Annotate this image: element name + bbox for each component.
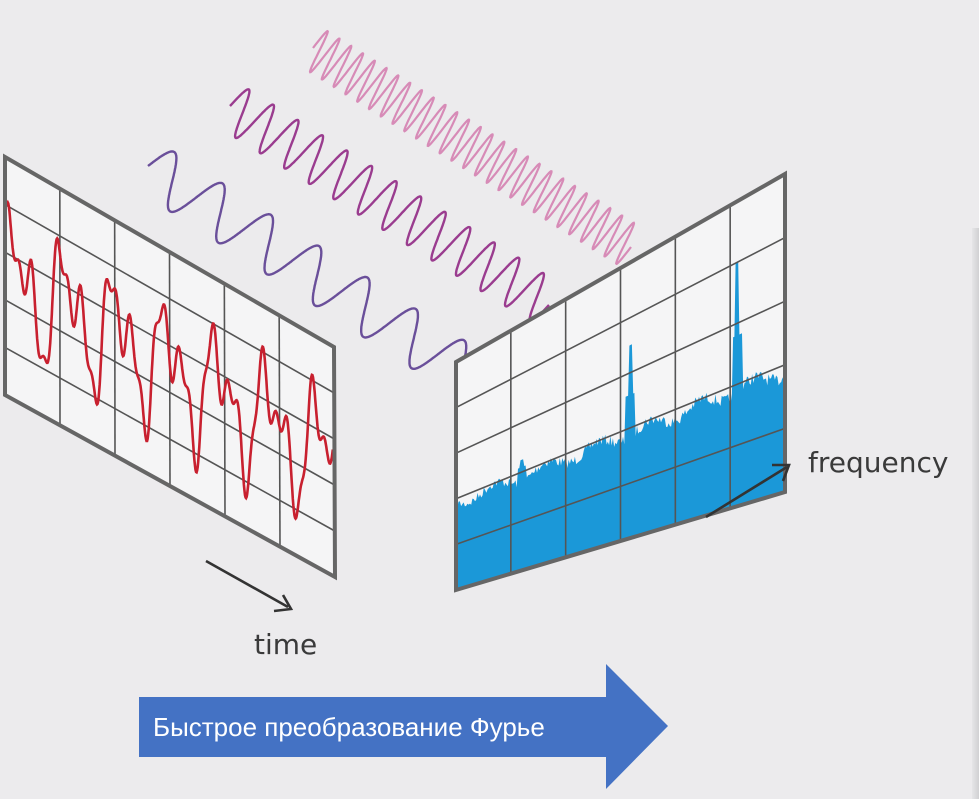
time-arrow-head: [273, 594, 294, 613]
frequency-arrow-head: [772, 463, 791, 482]
banner-arrow-shape: [139, 664, 668, 789]
frequency-label: frequency: [808, 446, 948, 479]
grid-line: [455, 236, 786, 409]
frequency-spectrum: [456, 261, 785, 590]
grid-line: [4, 299, 335, 486]
low-frequency-wave: [147, 150, 468, 371]
time-panel-grid: [4, 188, 336, 547]
right-edge-shadow: [972, 228, 979, 799]
component-waves: [147, 29, 636, 371]
grid-line: [223, 283, 226, 517]
grid-line: [455, 300, 786, 454]
grid-line: [455, 427, 786, 546]
frequency-panel-frame: [454, 170, 787, 593]
banner-text: Быстрое преобразование Фурье: [153, 712, 545, 742]
time-panel-frame: [3, 153, 338, 581]
grid-line: [455, 364, 786, 500]
mid-frequency-wave: [229, 88, 550, 323]
high-frequency-wave: [308, 29, 636, 266]
time-domain-panel: [3, 153, 338, 581]
grid-line: [4, 203, 335, 394]
time-domain-signal: [5, 199, 335, 521]
time-axis: time: [205, 559, 317, 661]
frequency-axis: frequency: [705, 446, 948, 519]
time-arrow: [205, 559, 289, 609]
frequency-domain-panel: [454, 170, 787, 593]
grid-line: [4, 346, 336, 532]
frequency-panel-grid: [455, 205, 786, 574]
frequency-arrow: [705, 465, 788, 519]
fft-banner: Быстрое преобразование Фурье: [139, 664, 668, 789]
time-label: time: [254, 628, 317, 661]
